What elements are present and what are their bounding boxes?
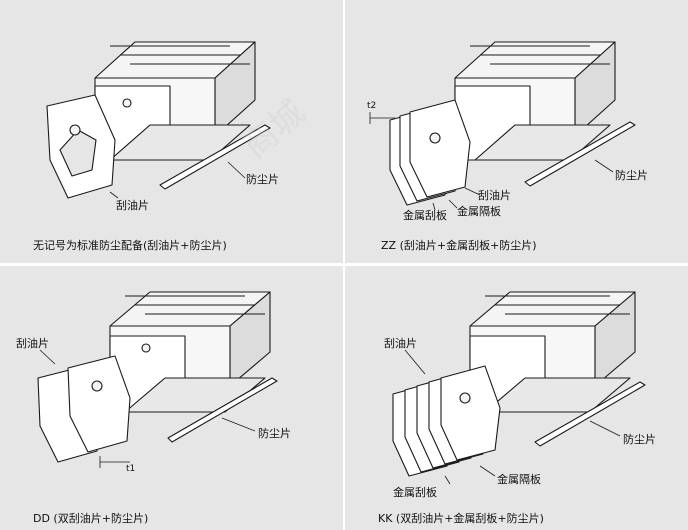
dim-t2: t2 — [367, 101, 377, 111]
label-dust-strip: 防尘片 — [623, 433, 656, 446]
panel-zz: t2 防尘片 刮油片 金属隔板 金属刮板 ZZ (刮油片+金属刮板+防尘片) — [345, 0, 688, 263]
dust-strip — [159, 124, 271, 190]
wiper-plate — [409, 99, 471, 198]
zz-drawing — [369, 41, 636, 211]
caption-standard: 无记号为标准防尘配备(刮油片+防尘片) — [33, 239, 227, 252]
dust-strip — [167, 377, 278, 443]
label-wiper: 刮油片 — [16, 337, 49, 350]
caption-dd: DD (双刮油片+防尘片) — [33, 512, 149, 525]
label-wiper: 刮油片 — [116, 199, 149, 212]
dust-strip — [524, 121, 636, 187]
label-dust-strip: 防尘片 — [246, 173, 279, 186]
panel-standard: 防尘片 刮油片 无记号为标准防尘配备(刮油片+防尘片) 商城 — [0, 0, 343, 263]
caption-zz: ZZ (刮油片+金属刮板+防尘片) — [381, 239, 537, 252]
caption-kk: KK (双刮油片+金属刮板+防尘片) — [378, 512, 544, 525]
label-wiper: 刮油片 — [478, 189, 511, 202]
label-wiper: 刮油片 — [384, 337, 417, 350]
dust-strip — [534, 381, 646, 447]
panel-dd: 刮油片 防尘片 t1 DD (双刮油片+防尘片) — [0, 266, 343, 530]
dd-drawing — [37, 291, 278, 468]
dim-t1: t1 — [126, 464, 136, 474]
wiper-plate-2 — [67, 355, 131, 453]
rail — [109, 124, 251, 161]
label-spacer: 金属隔板 — [457, 205, 501, 218]
standard-drawing — [46, 41, 271, 199]
label-spacer: 金属隔板 — [497, 473, 541, 486]
panel-kk: 刮油片 防尘片 金属隔板 金属刮板 KK (双刮油片+金属刮板+防尘片) — [345, 266, 688, 530]
label-dust-strip: 防尘片 — [258, 427, 291, 440]
label-scraper: 金属刮板 — [403, 209, 447, 222]
label-scraper: 金属刮板 — [393, 486, 437, 499]
kk-drawing — [392, 291, 646, 485]
label-dust-strip: 防尘片 — [615, 169, 648, 182]
